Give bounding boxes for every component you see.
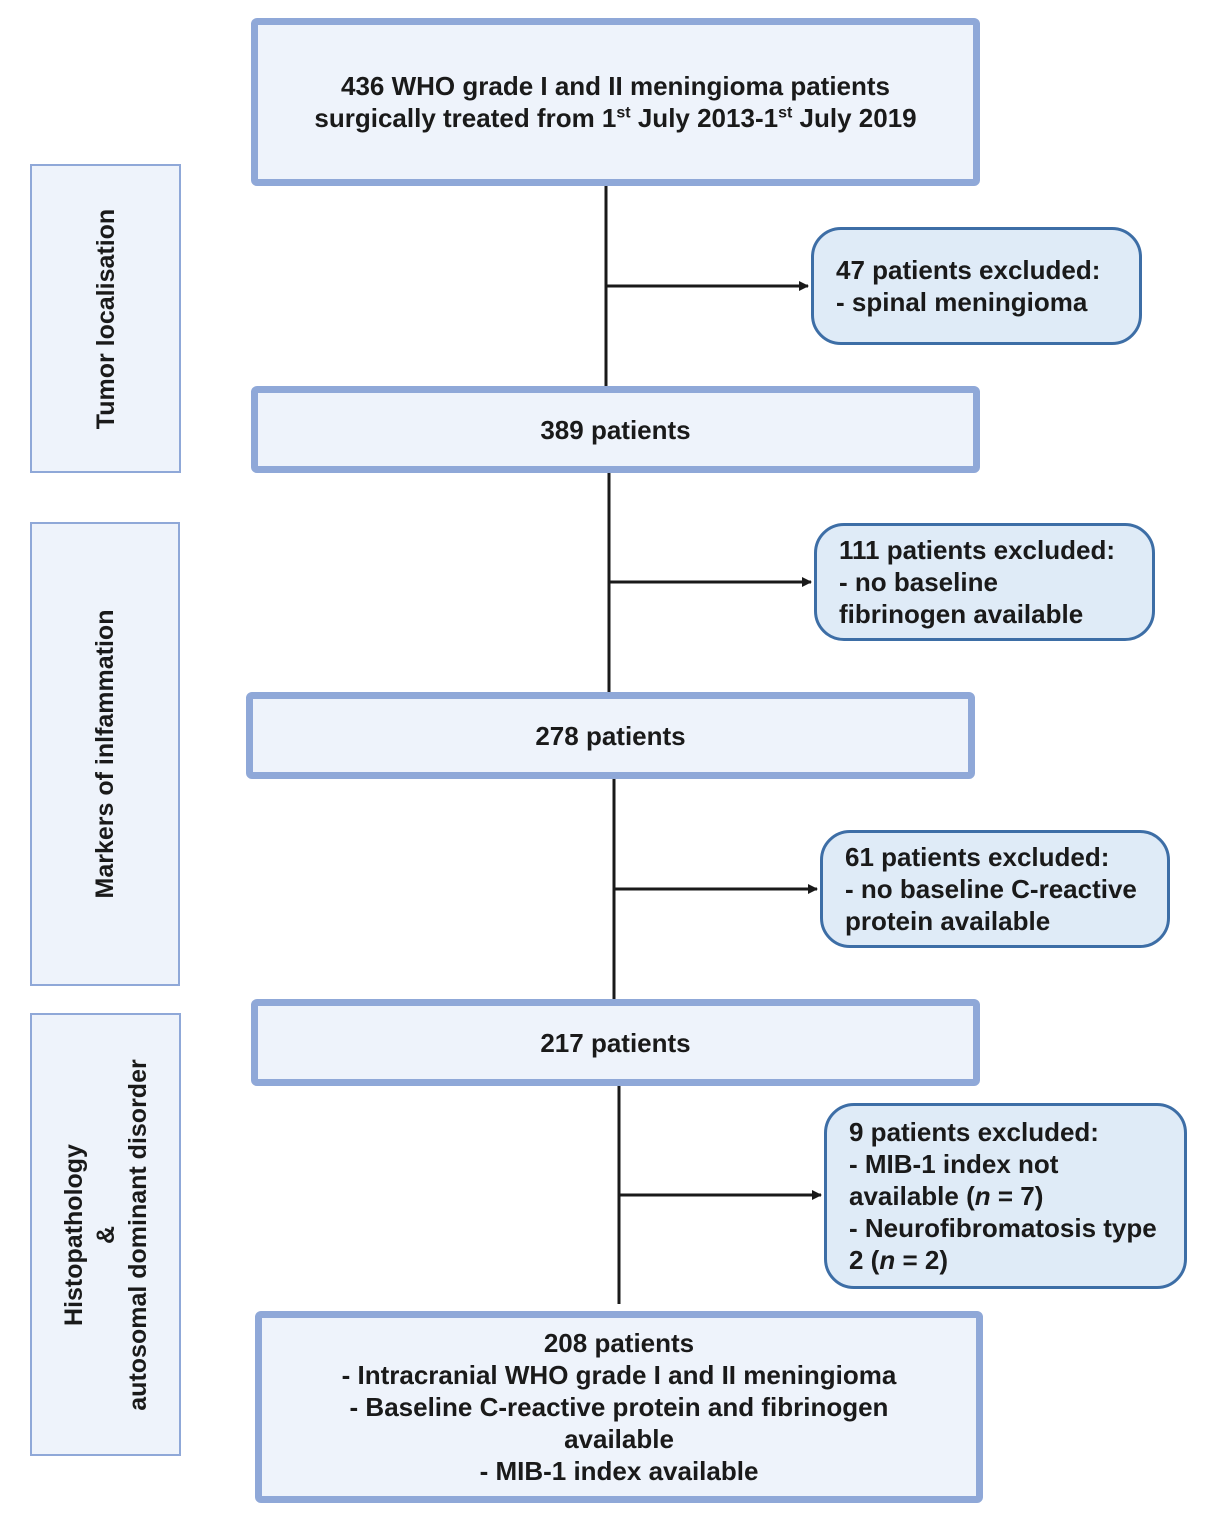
exclusion-4-mib-b: available ( [849, 1181, 975, 1211]
exclusion-4-mib-a: - MIB-1 index not [849, 1149, 1059, 1179]
exclusion-4-nf-a: - Neurofibromatosis type [849, 1213, 1157, 1243]
exclusion-4-n2-var: n [879, 1245, 896, 1275]
exclusion-box-1: 47 patients excluded: - spinal meningiom… [811, 227, 1142, 345]
flow-box-278: 278 patients [246, 692, 975, 779]
start-line2-c: July 2019 [792, 103, 917, 133]
final-line2: - Intracranial WHO grade I and II mening… [341, 1360, 897, 1390]
final-line5: - MIB-1 index available [479, 1456, 759, 1486]
exclusion-4-n1-var: n [974, 1181, 991, 1211]
flow-box-217-text: 217 patients [540, 1027, 691, 1058]
exclusion-4-n1-val: = 7) [990, 1181, 1044, 1211]
stage-markers-of-inflammation: Markers of inlfammation [30, 522, 180, 986]
flow-box-final: 208 patients - Intracranial WHO grade I … [255, 1311, 983, 1503]
start-line1: 436 WHO grade I and II meningioma patien… [341, 71, 890, 101]
flow-box-278-text: 278 patients [535, 720, 686, 751]
flow-box-389-text: 389 patients [540, 414, 691, 445]
exclusion-4-n2-val: = 2) [895, 1245, 948, 1275]
final-line3: - Baseline C-reactive protein and fibrin… [349, 1392, 889, 1422]
exclusion-4-nf-b: 2 ( [849, 1245, 880, 1275]
exclusion-2-line1: 111 patients excluded: [839, 535, 1116, 565]
exclusion-4-nf-b-line: 2 (n = 2) [849, 1244, 1174, 1276]
exclusion-4-title: 9 patients excluded: [849, 1117, 1099, 1147]
stage-histopathology: Histopathology & autosomal dominant diso… [30, 1013, 181, 1456]
start-line2-a: surgically treated from 1 [314, 103, 617, 133]
exclusion-box-4: 9 patients excluded: - MIB-1 index not a… [824, 1103, 1187, 1289]
exclusion-box-2: 111 patients excluded: - no baseline fib… [814, 523, 1155, 641]
start-line2-b: July 2013-1 [630, 103, 779, 133]
flow-box-389: 389 patients [251, 386, 980, 473]
stage-tumor-localisation: Tumor localisation [30, 164, 181, 473]
start-sup2: st [778, 104, 793, 122]
exclusion-4-mib-b-line: available (n = 7) [849, 1180, 1174, 1212]
start-line2: surgically treated from 1st July 2013-1s… [314, 102, 916, 134]
exclusion-3-line3: protein available [845, 906, 1051, 936]
final-line4: available [564, 1424, 674, 1454]
flow-box-start: 436 WHO grade I and II meningioma patien… [251, 18, 980, 186]
exclusion-2-line3: fibrinogen available [839, 599, 1084, 629]
flow-box-217: 217 patients [251, 999, 980, 1086]
exclusion-2-line2: - no baseline [839, 567, 998, 597]
final-line1: 208 patients [543, 1328, 695, 1358]
exclusion-box-3: 61 patients excluded: - no baseline C-re… [820, 830, 1170, 948]
exclusion-3-line1: 61 patients excluded: [845, 842, 1110, 872]
start-sup1: st [616, 104, 631, 122]
exclusion-1-line2: - spinal meningioma [836, 287, 1088, 317]
exclusion-1-line1: 47 patients excluded: [836, 255, 1101, 285]
exclusion-3-line2: - no baseline C-reactive [845, 874, 1137, 904]
